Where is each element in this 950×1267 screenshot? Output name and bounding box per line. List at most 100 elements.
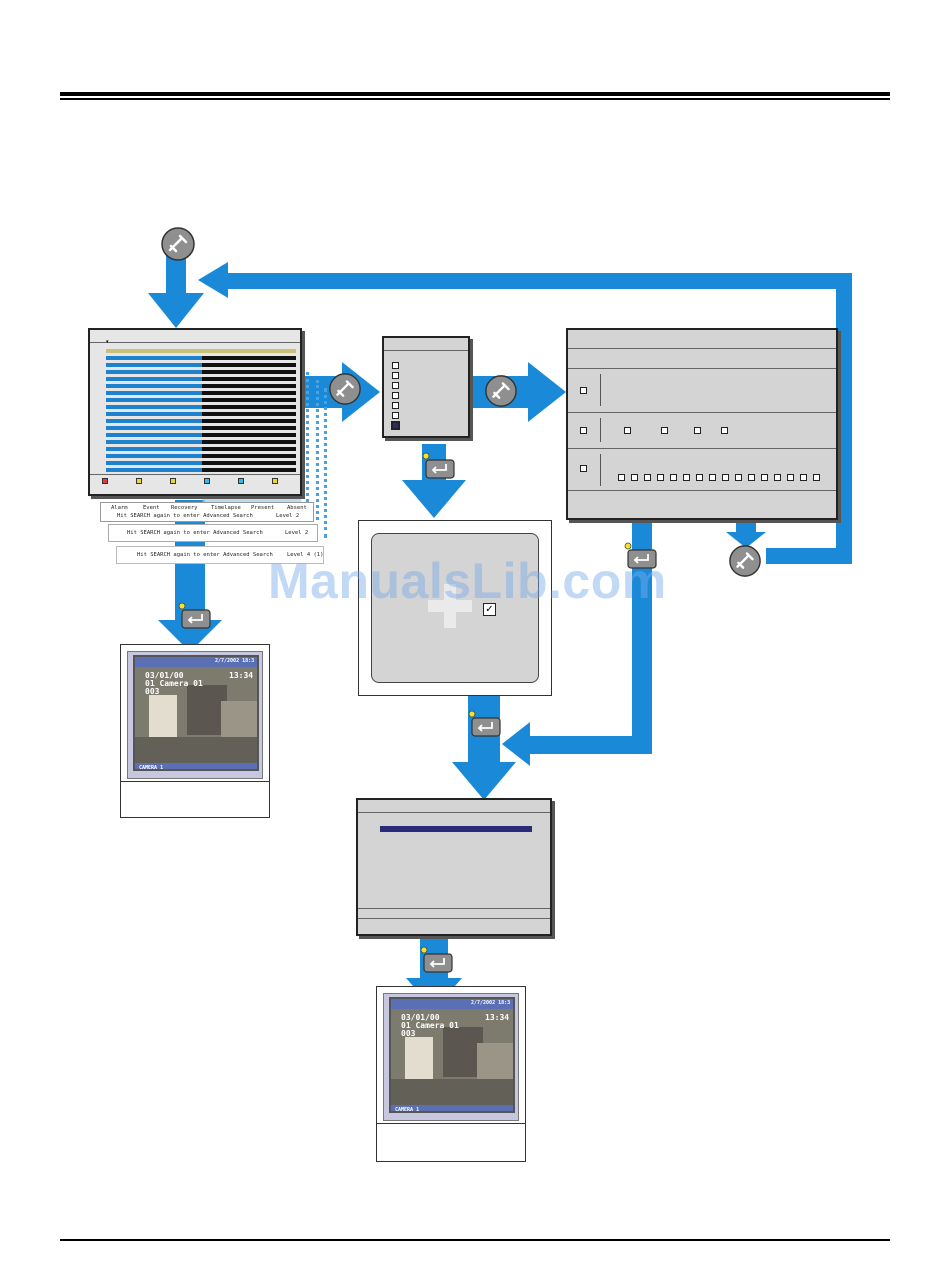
menu-option-6-checkbox[interactable] xyxy=(392,412,399,419)
menu-option-5-checkbox[interactable] xyxy=(392,402,399,409)
legend-dot xyxy=(238,478,244,484)
list-item[interactable] xyxy=(106,419,296,423)
list-item[interactable] xyxy=(106,398,296,402)
screen-channel: 003 xyxy=(145,687,160,696)
screen-camera-line: 01 Camera 01 xyxy=(401,1021,459,1030)
camera-checkbox[interactable] xyxy=(735,474,742,481)
menu-option-4-checkbox[interactable] xyxy=(392,392,399,399)
panel-row2-opt2[interactable] xyxy=(661,427,668,434)
screen-time: 13:34 xyxy=(485,1013,510,1022)
screen-caption: CAMERA 1 xyxy=(395,1107,420,1113)
enter-key-icon[interactable] xyxy=(420,452,456,480)
list-item[interactable] xyxy=(106,433,296,437)
panel-row2-opt1[interactable] xyxy=(624,427,631,434)
screen-camera-line: 01 Camera 01 xyxy=(145,679,203,688)
remote-button-icon[interactable] xyxy=(328,372,362,406)
screen-date-top: 2/7/2002 18:3 xyxy=(215,658,255,664)
legend-timelapse: Timelapse xyxy=(211,505,241,511)
enter-key-icon[interactable] xyxy=(466,710,502,738)
panel-row1-checkbox[interactable] xyxy=(580,387,587,394)
header-rule-thin xyxy=(60,98,890,100)
list-item[interactable] xyxy=(106,384,296,388)
legend-dot xyxy=(272,478,278,484)
camera-checkbox[interactable] xyxy=(813,474,820,481)
camera-selection-row[interactable] xyxy=(618,474,828,482)
list-item[interactable] xyxy=(106,468,296,472)
camera-checkbox[interactable] xyxy=(709,474,716,481)
screen-date-top: 2/7/2002 18:3 xyxy=(471,1000,511,1006)
stack-line-3: Hit SEARCH again to enter Advanced Searc… xyxy=(137,552,273,558)
search-type-menu xyxy=(382,336,470,438)
panel-row2-opt4[interactable] xyxy=(721,427,728,434)
camera-checkbox[interactable] xyxy=(670,474,677,481)
camera-checkbox[interactable] xyxy=(657,474,664,481)
list-item[interactable] xyxy=(106,461,296,465)
list-item[interactable] xyxy=(106,391,296,395)
camera-checkbox[interactable] xyxy=(722,474,729,481)
list-item[interactable] xyxy=(106,440,296,444)
camera-checkbox[interactable] xyxy=(761,474,768,481)
list-item[interactable] xyxy=(106,370,296,374)
screen-date: 03/01/00 xyxy=(401,1013,440,1022)
camera-checkbox[interactable] xyxy=(748,474,755,481)
playback-monitor-left: 2/7/2002 18:3 03/01/00 13:34 01 Camera 0… xyxy=(120,644,270,818)
camera-checkbox[interactable] xyxy=(644,474,651,481)
options-selected-row[interactable] xyxy=(380,826,532,832)
camera-checkbox[interactable] xyxy=(696,474,703,481)
confirm-dialog: ✓ xyxy=(371,533,539,683)
menu-option-1-checkbox[interactable] xyxy=(392,362,399,369)
playback-screen-left: 2/7/2002 18:3 03/01/00 13:34 01 Camera 0… xyxy=(133,655,259,771)
search-result-list[interactable] xyxy=(106,356,296,472)
watermark: ManualsLib.com xyxy=(268,553,667,609)
remote-button-icon[interactable] xyxy=(160,226,196,262)
menu-option-2-checkbox[interactable] xyxy=(392,372,399,379)
stack-level-1: Level 2 xyxy=(276,513,300,519)
camera-checkbox[interactable] xyxy=(683,474,690,481)
camera-checkbox[interactable] xyxy=(774,474,781,481)
panel-row3-checkbox[interactable] xyxy=(580,465,587,472)
legend-present: Present xyxy=(251,505,275,511)
list-item[interactable] xyxy=(106,447,296,451)
arrow-panel-small-down xyxy=(726,520,766,548)
legend-alarm: Alarm xyxy=(111,505,128,511)
list-item[interactable] xyxy=(106,454,296,458)
list-item[interactable] xyxy=(106,426,296,430)
stack-line-2: Hit SEARCH again to enter Advanced Searc… xyxy=(127,530,263,536)
panel-row2-checkbox[interactable] xyxy=(580,427,587,434)
confirm-dialog-frame: ✓ xyxy=(358,520,552,696)
stack-level-2: Level 2 xyxy=(285,530,309,536)
enter-key-icon[interactable] xyxy=(418,946,454,974)
stack-dotted-edge xyxy=(306,372,312,502)
playback-screen-bottom: 2/7/2002 18:3 03/01/00 13:34 01 Camera 0… xyxy=(389,997,515,1113)
arrow-down-to-search-list xyxy=(148,252,204,328)
menu-option-3-checkbox[interactable] xyxy=(392,382,399,389)
list-item[interactable] xyxy=(106,356,296,360)
camera-checkbox[interactable] xyxy=(800,474,807,481)
header-rule-thick xyxy=(60,92,890,96)
camera-checkbox[interactable] xyxy=(618,474,625,481)
event-type-legend xyxy=(100,478,295,484)
checkmark-icon[interactable]: ✓ xyxy=(483,603,496,616)
remote-button-icon[interactable] xyxy=(728,544,762,578)
enter-key-icon[interactable] xyxy=(176,602,212,630)
panel-row2-opt3[interactable] xyxy=(694,427,701,434)
search-list-window: ▾ xyxy=(88,328,302,496)
remote-button-icon[interactable] xyxy=(484,374,518,408)
stack-dotted-edge-3 xyxy=(324,388,330,538)
camera-checkbox[interactable] xyxy=(787,474,794,481)
menu-option-7-checkbox-selected[interactable] xyxy=(392,422,399,429)
screen-time: 13:34 xyxy=(229,671,254,680)
list-item[interactable] xyxy=(106,412,296,416)
camera-checkbox[interactable] xyxy=(631,474,638,481)
list-item[interactable] xyxy=(106,405,296,409)
enter-key-icon[interactable] xyxy=(622,542,658,570)
options-list-window xyxy=(356,798,552,936)
arrow-menu-to-confirm xyxy=(402,444,466,518)
search-list-stack: Alarm Event Recovery Timelapse Present A… xyxy=(98,496,328,566)
screen-date: 03/01/00 xyxy=(145,671,184,680)
list-item[interactable] xyxy=(106,377,296,381)
stack-line-1: Hit SEARCH again to enter Advanced Searc… xyxy=(117,513,253,519)
list-item[interactable] xyxy=(106,363,296,367)
arrow-list-to-screen xyxy=(158,500,222,652)
screen-caption: CAMERA 1 xyxy=(139,765,164,771)
